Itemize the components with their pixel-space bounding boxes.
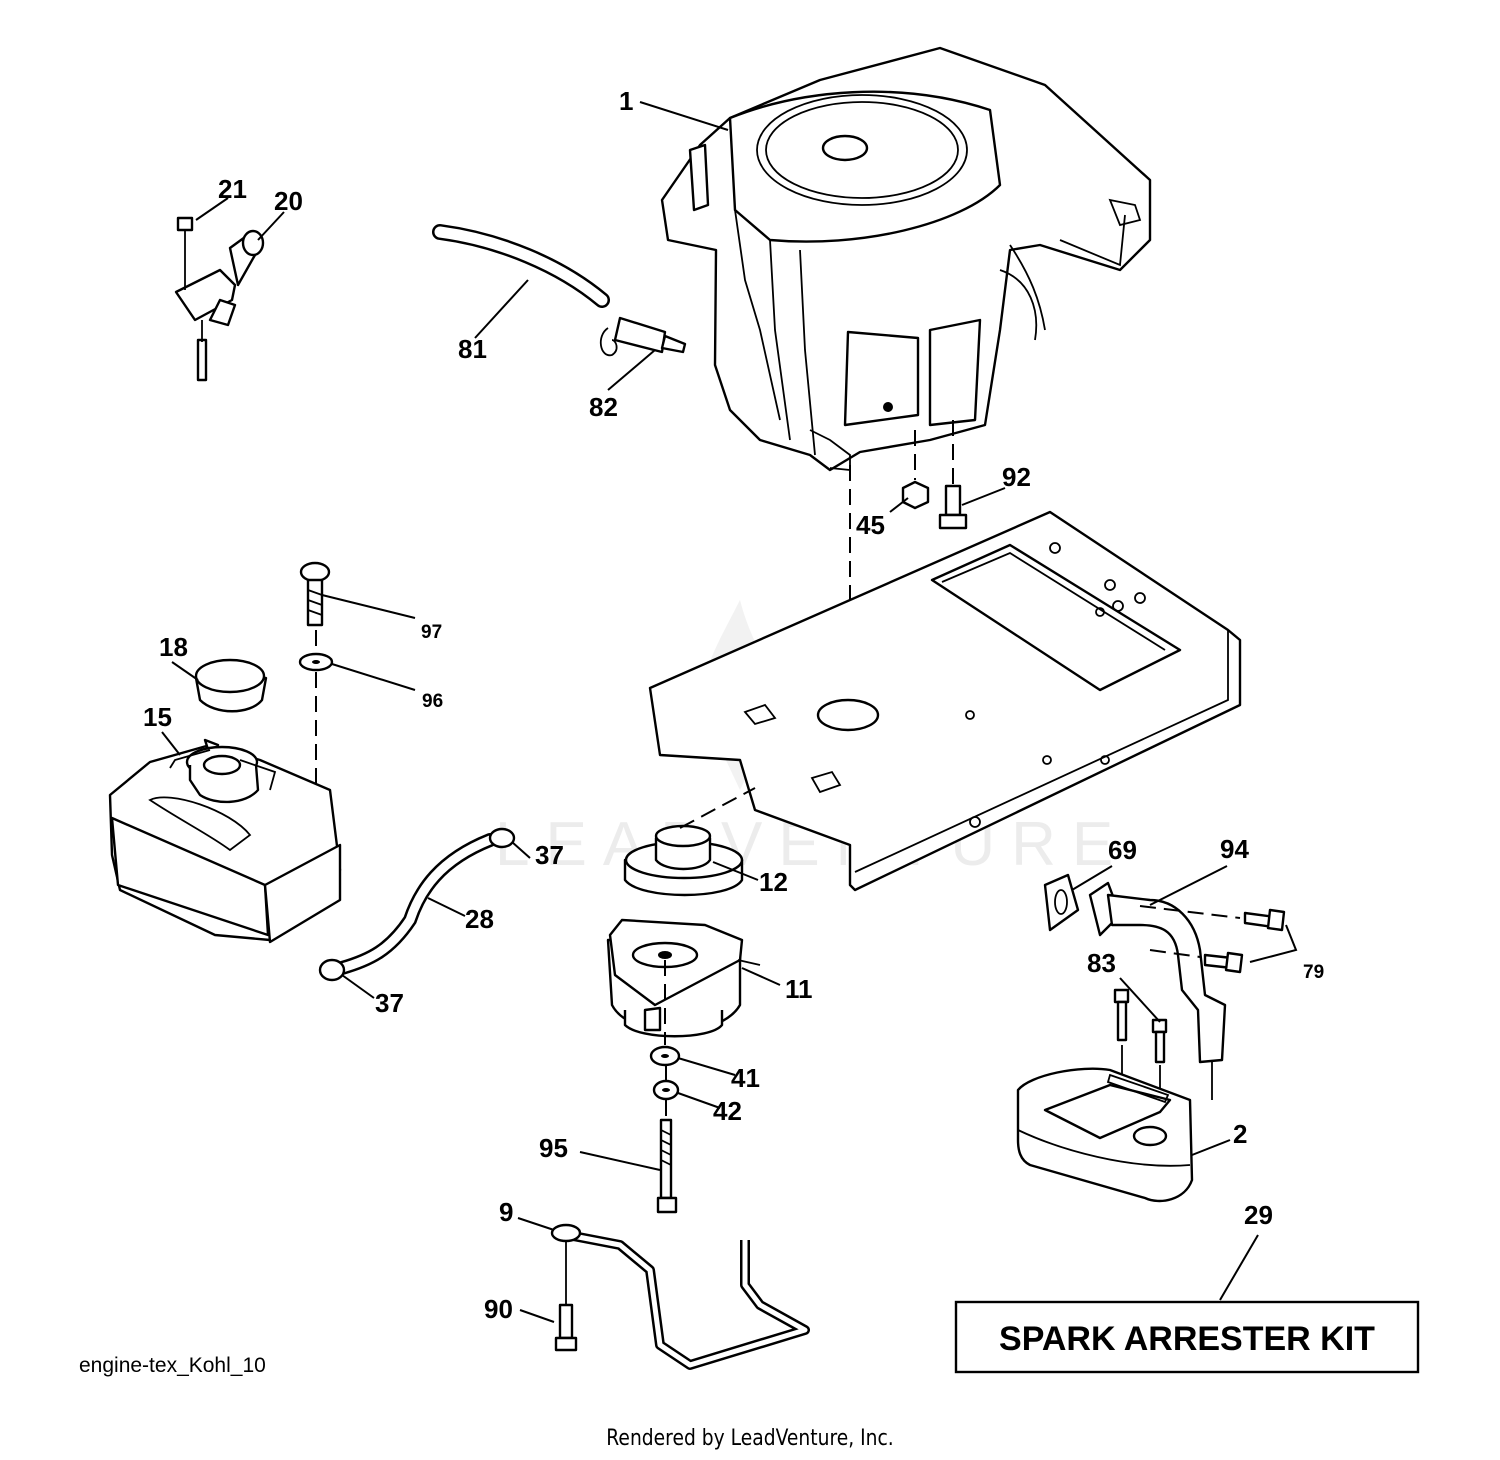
- callout-21: 21: [218, 174, 247, 204]
- callout-83: 83: [1087, 948, 1116, 978]
- hose-clamp-37-bottom[interactable]: [318, 958, 346, 982]
- pto-clutch-11[interactable]: [606, 918, 761, 1038]
- spark-arrester-kit-box[interactable]: [954, 1300, 1420, 1374]
- spark-arrester-kit-label: SPARK ARRESTER KIT: [999, 1320, 1375, 1358]
- callout-96: 96: [422, 691, 443, 712]
- frame-plate: [648, 510, 1242, 892]
- callout-79: 79: [1303, 962, 1324, 983]
- leader-lines: [161, 101, 1259, 1323]
- hose-clamp-37-top[interactable]: [488, 827, 516, 849]
- callout-45: 45: [856, 510, 885, 540]
- callout-42: 42: [713, 1096, 742, 1126]
- callout-29: 29: [1244, 1200, 1273, 1230]
- callout-92: 92: [1002, 462, 1031, 492]
- fuel-tank-15[interactable]: [108, 738, 342, 944]
- callout-37-bottom: 37: [375, 988, 404, 1018]
- callout-94: 94: [1220, 834, 1249, 864]
- gasket-69[interactable]: [1043, 873, 1080, 932]
- fuel-cap-18[interactable]: [194, 658, 268, 713]
- callout-81: 81: [458, 334, 487, 364]
- callout-18: 18: [159, 632, 188, 662]
- exhaust-pipe-94[interactable]: [1088, 881, 1227, 1064]
- callout-28: 28: [465, 904, 494, 934]
- screw-83-left[interactable]: [1113, 988, 1130, 1042]
- rod-9[interactable]: [550, 1223, 810, 1370]
- callout-97: 97: [421, 622, 442, 643]
- engine[interactable]: [660, 46, 1152, 472]
- muffler-2[interactable]: [1016, 1067, 1194, 1203]
- footer-credit: Rendered by LeadVenture, Inc.: [606, 1426, 894, 1451]
- callout-12: 12: [759, 867, 788, 897]
- callout-90: 90: [484, 1294, 513, 1324]
- callout-2: 2: [1233, 1119, 1247, 1149]
- fuel-line-81[interactable]: [432, 224, 610, 308]
- fitting-82[interactable]: [599, 316, 687, 356]
- bolt-95[interactable]: [656, 1118, 678, 1214]
- screw-83-right[interactable]: [1151, 1018, 1168, 1064]
- screw-97[interactable]: [299, 561, 331, 627]
- callout-20: 20: [274, 186, 303, 216]
- bolt-79-lower[interactable]: [1203, 951, 1244, 974]
- nut-45[interactable]: [901, 480, 930, 510]
- pulley-12[interactable]: [623, 824, 744, 897]
- callout-82: 82: [589, 392, 618, 422]
- callout-69: 69: [1108, 835, 1137, 865]
- callout-37-top: 37: [535, 840, 564, 870]
- bolt-79-upper[interactable]: [1243, 908, 1286, 932]
- callout-95: 95: [539, 1133, 568, 1163]
- washer-41[interactable]: [649, 1045, 681, 1067]
- bolt-90[interactable]: [554, 1303, 578, 1352]
- callout-15: 15: [143, 702, 172, 732]
- throttle-control[interactable]: [174, 216, 265, 382]
- callout-41: 41: [731, 1063, 760, 1093]
- washer-96[interactable]: [298, 652, 334, 672]
- callout-9: 9: [499, 1197, 513, 1227]
- fuel-hose-28[interactable]: [335, 833, 497, 975]
- callout-11: 11: [785, 974, 813, 1004]
- bolt-92[interactable]: [938, 484, 968, 530]
- diagram-code: engine-tex_Kohl_10: [79, 1354, 266, 1377]
- washer-42[interactable]: [652, 1079, 680, 1101]
- callout-1: 1: [619, 86, 633, 116]
